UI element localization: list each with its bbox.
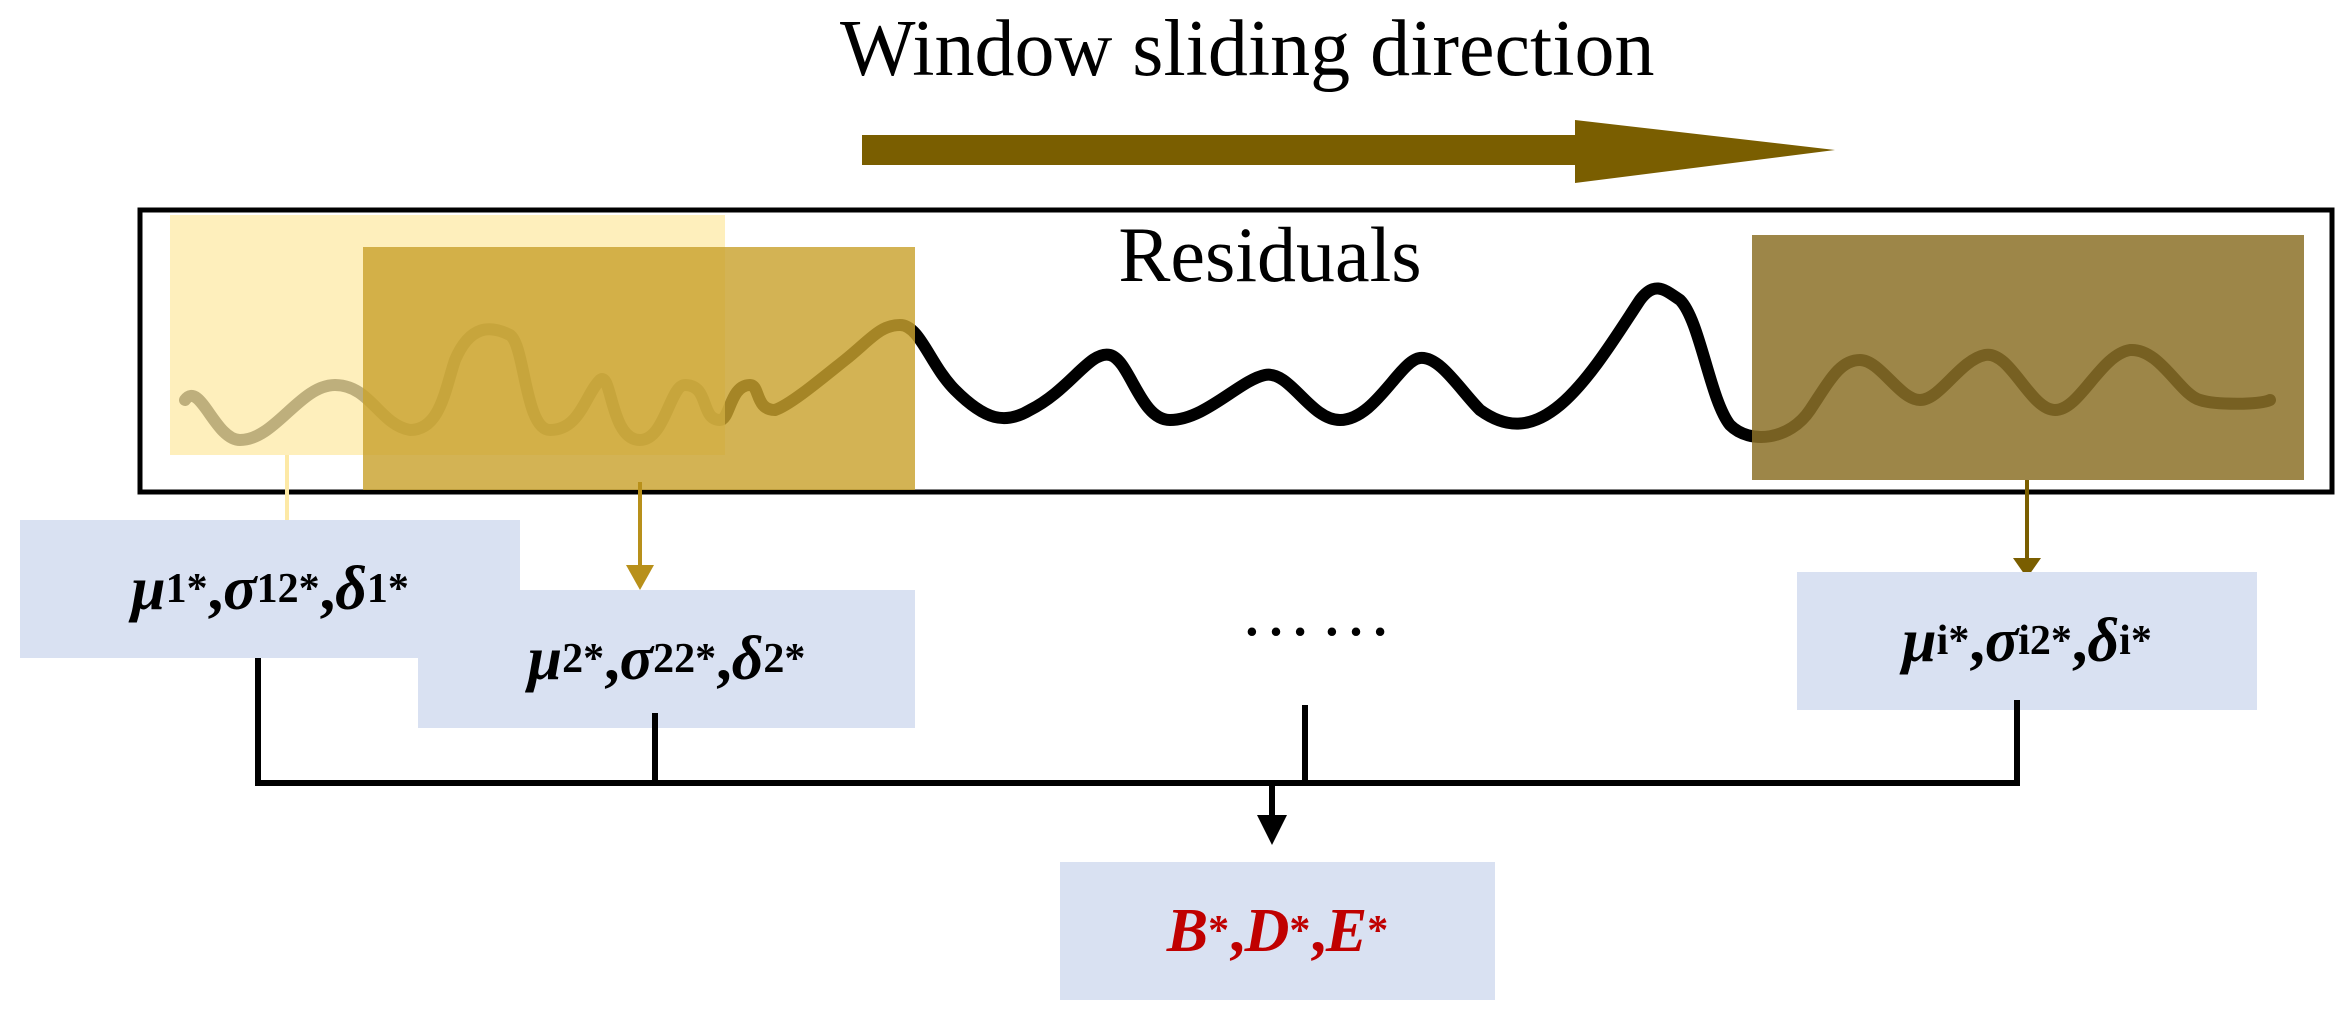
separator: , — [2071, 606, 2088, 675]
ellipsis: …… — [1240, 571, 1400, 651]
separator: , — [604, 624, 620, 693]
star-superscript: * — [695, 636, 717, 682]
star-superscript: * — [298, 566, 320, 612]
star-superscript: * — [784, 636, 806, 682]
separator: , — [1310, 896, 1326, 965]
star-superscript: * — [1208, 908, 1230, 954]
direction-title: Window sliding direction — [840, 5, 1655, 93]
direction-arrow — [862, 120, 1835, 183]
delta-subscript: i — [2119, 618, 2131, 664]
mu-subscript: 2 — [562, 636, 584, 682]
sigma-power: 2 — [2029, 618, 2051, 664]
star-superscript: * — [583, 636, 605, 682]
residuals-label: Residuals — [1118, 211, 1422, 298]
sigma-symbol: σ — [223, 554, 257, 623]
aggregation-bracket — [255, 658, 2020, 786]
mu-subscript: i — [1936, 618, 1949, 664]
b-symbol: B — [1166, 896, 1209, 965]
separator: , — [1969, 606, 1985, 675]
mu-subscript: 1 — [165, 566, 187, 612]
mu-symbol: μ — [1902, 606, 1937, 675]
sigma-symbol: σ — [619, 624, 654, 693]
mu-symbol: μ — [131, 554, 166, 623]
sigma-superscript: 2* — [2030, 617, 2072, 665]
window-i — [1752, 235, 2304, 480]
d-symbol: D — [1244, 896, 1290, 965]
delta-subscript: 2 — [763, 636, 785, 682]
star-superscript: * — [2050, 618, 2072, 664]
window-i-arrowhead — [2013, 558, 2041, 578]
sigma-power: 2 — [674, 636, 696, 682]
result-arrowhead — [1257, 815, 1287, 845]
sigma-subscript: 2 — [653, 636, 675, 682]
separator: , — [207, 554, 224, 623]
window-2 — [363, 247, 915, 490]
result-box: B*, D*, E* — [1060, 862, 1495, 1000]
result-box-text: B*, D*, E* — [1060, 862, 1495, 1000]
star-superscript: * — [2130, 618, 2152, 664]
delta-symbol: δ — [2087, 606, 2120, 675]
separator: , — [319, 554, 336, 623]
residuals-frame — [137, 207, 2335, 495]
star-superscript: * — [1948, 618, 1970, 664]
separator: , — [1229, 896, 1245, 965]
delta-symbol: δ — [335, 554, 367, 623]
sigma-superscript: 2* — [674, 635, 716, 683]
sigma-symbol: σ — [1984, 606, 2019, 675]
star-superscript: * — [387, 566, 409, 612]
sigma-power: 2 — [277, 566, 299, 612]
separator: , — [716, 624, 732, 693]
window-2-arrowhead — [626, 565, 654, 590]
star-superscript: * — [1289, 908, 1311, 954]
delta-subscript: 1 — [366, 566, 388, 612]
star-superscript: * — [186, 566, 208, 612]
sigma-superscript: 2* — [278, 565, 320, 613]
delta-symbol: δ — [731, 624, 764, 693]
e-symbol: E — [1325, 896, 1368, 965]
sigma-subscript: 1 — [256, 566, 278, 612]
sigma-subscript: i — [2018, 618, 2030, 664]
mu-symbol: μ — [527, 624, 563, 693]
star-superscript: * — [1367, 908, 1389, 954]
